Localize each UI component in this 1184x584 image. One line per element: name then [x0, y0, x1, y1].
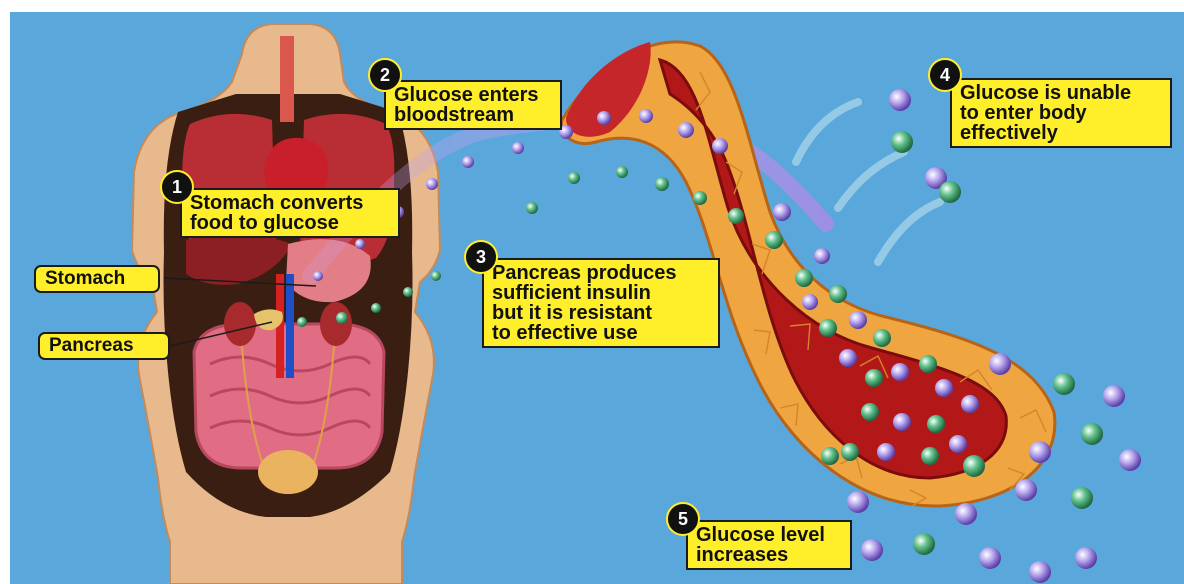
insulin-molecule: [939, 181, 961, 203]
insulin-molecule: [927, 415, 945, 433]
step-2-number-badge: 2: [368, 58, 402, 92]
glucose-molecule: [861, 539, 883, 561]
step-5-label: Glucose level increases: [686, 520, 852, 570]
insulin-molecule: [297, 317, 307, 327]
insulin-molecule: [919, 355, 937, 373]
glucose-molecule: [1119, 449, 1141, 471]
insulin-molecule: [336, 312, 348, 324]
diagram-canvas: Stomach converts food to glucose 1 Gluco…: [10, 12, 1184, 584]
glucose-molecule: [802, 294, 818, 310]
glucose-molecule: [639, 109, 653, 123]
step-4-label: Glucose is unable to enter body effectiv…: [950, 78, 1172, 148]
glucose-molecule: [678, 122, 694, 138]
insulin-molecule: [371, 303, 381, 313]
glucose-molecule: [313, 271, 323, 281]
glucose-molecule: [961, 395, 979, 413]
glucose-molecule: [949, 435, 967, 453]
stomach-tag: Stomach: [34, 265, 160, 293]
insulin-molecule: [819, 319, 837, 337]
insulin-molecule: [821, 447, 839, 465]
glucose-molecule: [847, 491, 869, 513]
glucose-molecule: [814, 248, 830, 264]
glucose-molecule: [1029, 441, 1051, 463]
insulin-molecule: [693, 191, 707, 205]
glucose-molecule: [1029, 561, 1051, 583]
glucose-molecule: [891, 363, 909, 381]
pancreas-tag: Pancreas: [38, 332, 170, 360]
glucose-molecule: [773, 203, 791, 221]
step-4-number-badge: 4: [928, 58, 962, 92]
glucose-exit-arrows: [796, 102, 940, 262]
trachea: [280, 36, 294, 122]
insulin-molecule: [1071, 487, 1093, 509]
vena-cava: [286, 274, 294, 378]
insulin-molecule: [765, 231, 783, 249]
insulin-molecule: [403, 287, 413, 297]
glucose-molecule: [1103, 385, 1125, 407]
glucose-molecule: [597, 111, 611, 125]
glucose-molecule: [1075, 547, 1097, 569]
step-3-number-badge: 3: [464, 240, 498, 274]
right-kidney: [320, 302, 352, 346]
insulin-molecule: [873, 329, 891, 347]
insulin-molecule: [841, 443, 859, 461]
insulin-molecule: [526, 202, 538, 214]
insulin-molecule: [1081, 423, 1103, 445]
glucose-molecule: [935, 379, 953, 397]
insulin-molecule: [913, 533, 935, 555]
glucose-molecule: [462, 156, 474, 168]
step-1-number-badge: 1: [160, 170, 194, 204]
glucose-molecule: [1015, 479, 1037, 501]
glucose-molecule: [355, 239, 365, 249]
step-1-label: Stomach converts food to glucose: [180, 188, 400, 238]
glucose-molecule: [989, 353, 1011, 375]
step-3-label: Pancreas produces sufficient insulin but…: [482, 258, 720, 348]
insulin-molecule: [921, 447, 939, 465]
insulin-molecule: [795, 269, 813, 287]
glucose-molecule: [955, 503, 977, 525]
insulin-molecule: [861, 403, 879, 421]
glucose-molecule: [979, 547, 1001, 569]
insulin-molecule: [728, 208, 744, 224]
glucose-molecule: [893, 413, 911, 431]
left-kidney: [224, 302, 256, 346]
insulin-molecule: [655, 177, 669, 191]
glucose-molecule: [512, 142, 524, 154]
glucose-molecule: [426, 178, 438, 190]
insulin-molecule: [1053, 373, 1075, 395]
insulin-molecule: [829, 285, 847, 303]
step-5-number-badge: 5: [666, 502, 700, 536]
glucose-molecule: [712, 138, 728, 154]
insulin-molecule: [616, 166, 628, 178]
insulin-molecule: [431, 271, 441, 281]
glucose-molecule: [877, 443, 895, 461]
glucose-molecule: [849, 311, 867, 329]
glucose-molecule: [889, 89, 911, 111]
insulin-molecule: [865, 369, 883, 387]
step-2-label: Glucose enters bloodstream: [384, 80, 562, 130]
insulin-molecule: [963, 455, 985, 477]
insulin-molecule: [568, 172, 580, 184]
bladder: [258, 450, 318, 494]
insulin-molecule: [891, 131, 913, 153]
glucose-molecule: [839, 349, 857, 367]
